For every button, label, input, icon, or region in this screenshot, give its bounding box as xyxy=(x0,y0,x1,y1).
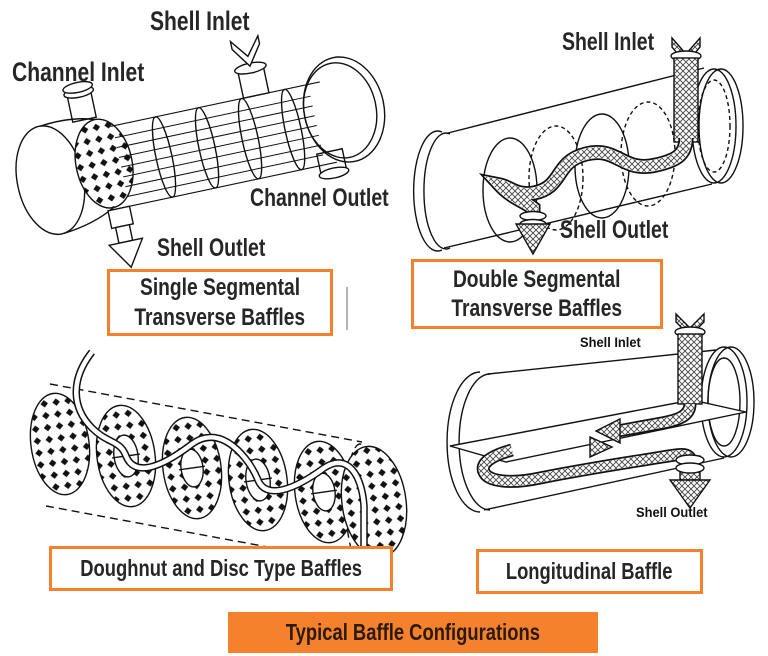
flow-arrow-right-icon xyxy=(589,435,614,459)
d4-shell-inlet-label: Shell Inlet xyxy=(580,334,641,350)
title-banner-label: Typical Baffle Configurations xyxy=(285,619,541,646)
flow-ribbon xyxy=(478,137,694,226)
flow-arrow-left-icon xyxy=(594,417,621,445)
single-segmental-diagram xyxy=(15,33,386,269)
doughnut-disc-caption-box: Doughnut and Disc Type Baffles xyxy=(49,546,393,591)
shell-outlet-arrow-icon xyxy=(514,210,552,256)
caption-line: Transverse Baffles xyxy=(134,303,306,331)
transverse-baffles xyxy=(151,88,306,198)
d4-shell-outlet-label: Shell Outlet xyxy=(636,504,708,520)
shell-inlet-nozzle xyxy=(229,33,270,100)
d1-shell-inlet-label: Shell Inlet xyxy=(150,6,250,36)
shell-inlet-pipe xyxy=(674,312,706,405)
longitudinal-baffle-diagram xyxy=(446,312,755,513)
channel-inlet-nozzle xyxy=(62,80,98,124)
caption-line: Longitudinal Baffle xyxy=(506,558,673,585)
shell-inlet-pipe xyxy=(670,36,702,143)
inlet-arrow-icon xyxy=(229,33,261,68)
shell-outlet-arrow-icon xyxy=(107,205,144,269)
shell-outlet-arrow-icon xyxy=(668,454,712,510)
disc-plate xyxy=(293,440,355,544)
tube-bundle xyxy=(114,95,324,197)
divider-line xyxy=(346,287,348,330)
d1-shell-outlet-label: Shell Outlet xyxy=(157,234,266,262)
tube-sheet xyxy=(74,118,134,209)
channel-outlet-nozzle xyxy=(315,147,350,180)
title-banner: Typical Baffle Configurations xyxy=(228,612,598,653)
lower-flow-ribbon xyxy=(476,435,696,488)
caption-line: Single Segmental xyxy=(139,274,301,302)
longitudinal-caption-box: Longitudinal Baffle xyxy=(476,549,703,594)
d2-shell-inlet-label: Shell Inlet xyxy=(562,28,655,56)
disc-plate xyxy=(29,392,91,496)
single-segmental-caption-box: Single Segmental Transverse Baffles xyxy=(107,269,333,336)
d2-shell-outlet-label: Shell Outlet xyxy=(560,216,669,244)
doughnut-disc-diagram xyxy=(29,349,408,582)
d1-channel-outlet-label: Channel Outlet xyxy=(250,184,389,212)
upper-flow-ribbon xyxy=(594,403,697,445)
rear-head xyxy=(302,56,386,163)
disc-plate xyxy=(161,416,223,520)
caption-line: Doughnut and Disc Type Baffles xyxy=(80,555,362,582)
caption-line: Double Segmental xyxy=(453,265,621,293)
caption-line: Transverse Baffles xyxy=(451,295,623,322)
double-segmental-caption-box: Double Segmental Transverse Baffles xyxy=(411,259,663,329)
d1-channel-inlet-label: Channel Inlet xyxy=(12,57,145,87)
double-segmental-diagram xyxy=(412,36,744,256)
